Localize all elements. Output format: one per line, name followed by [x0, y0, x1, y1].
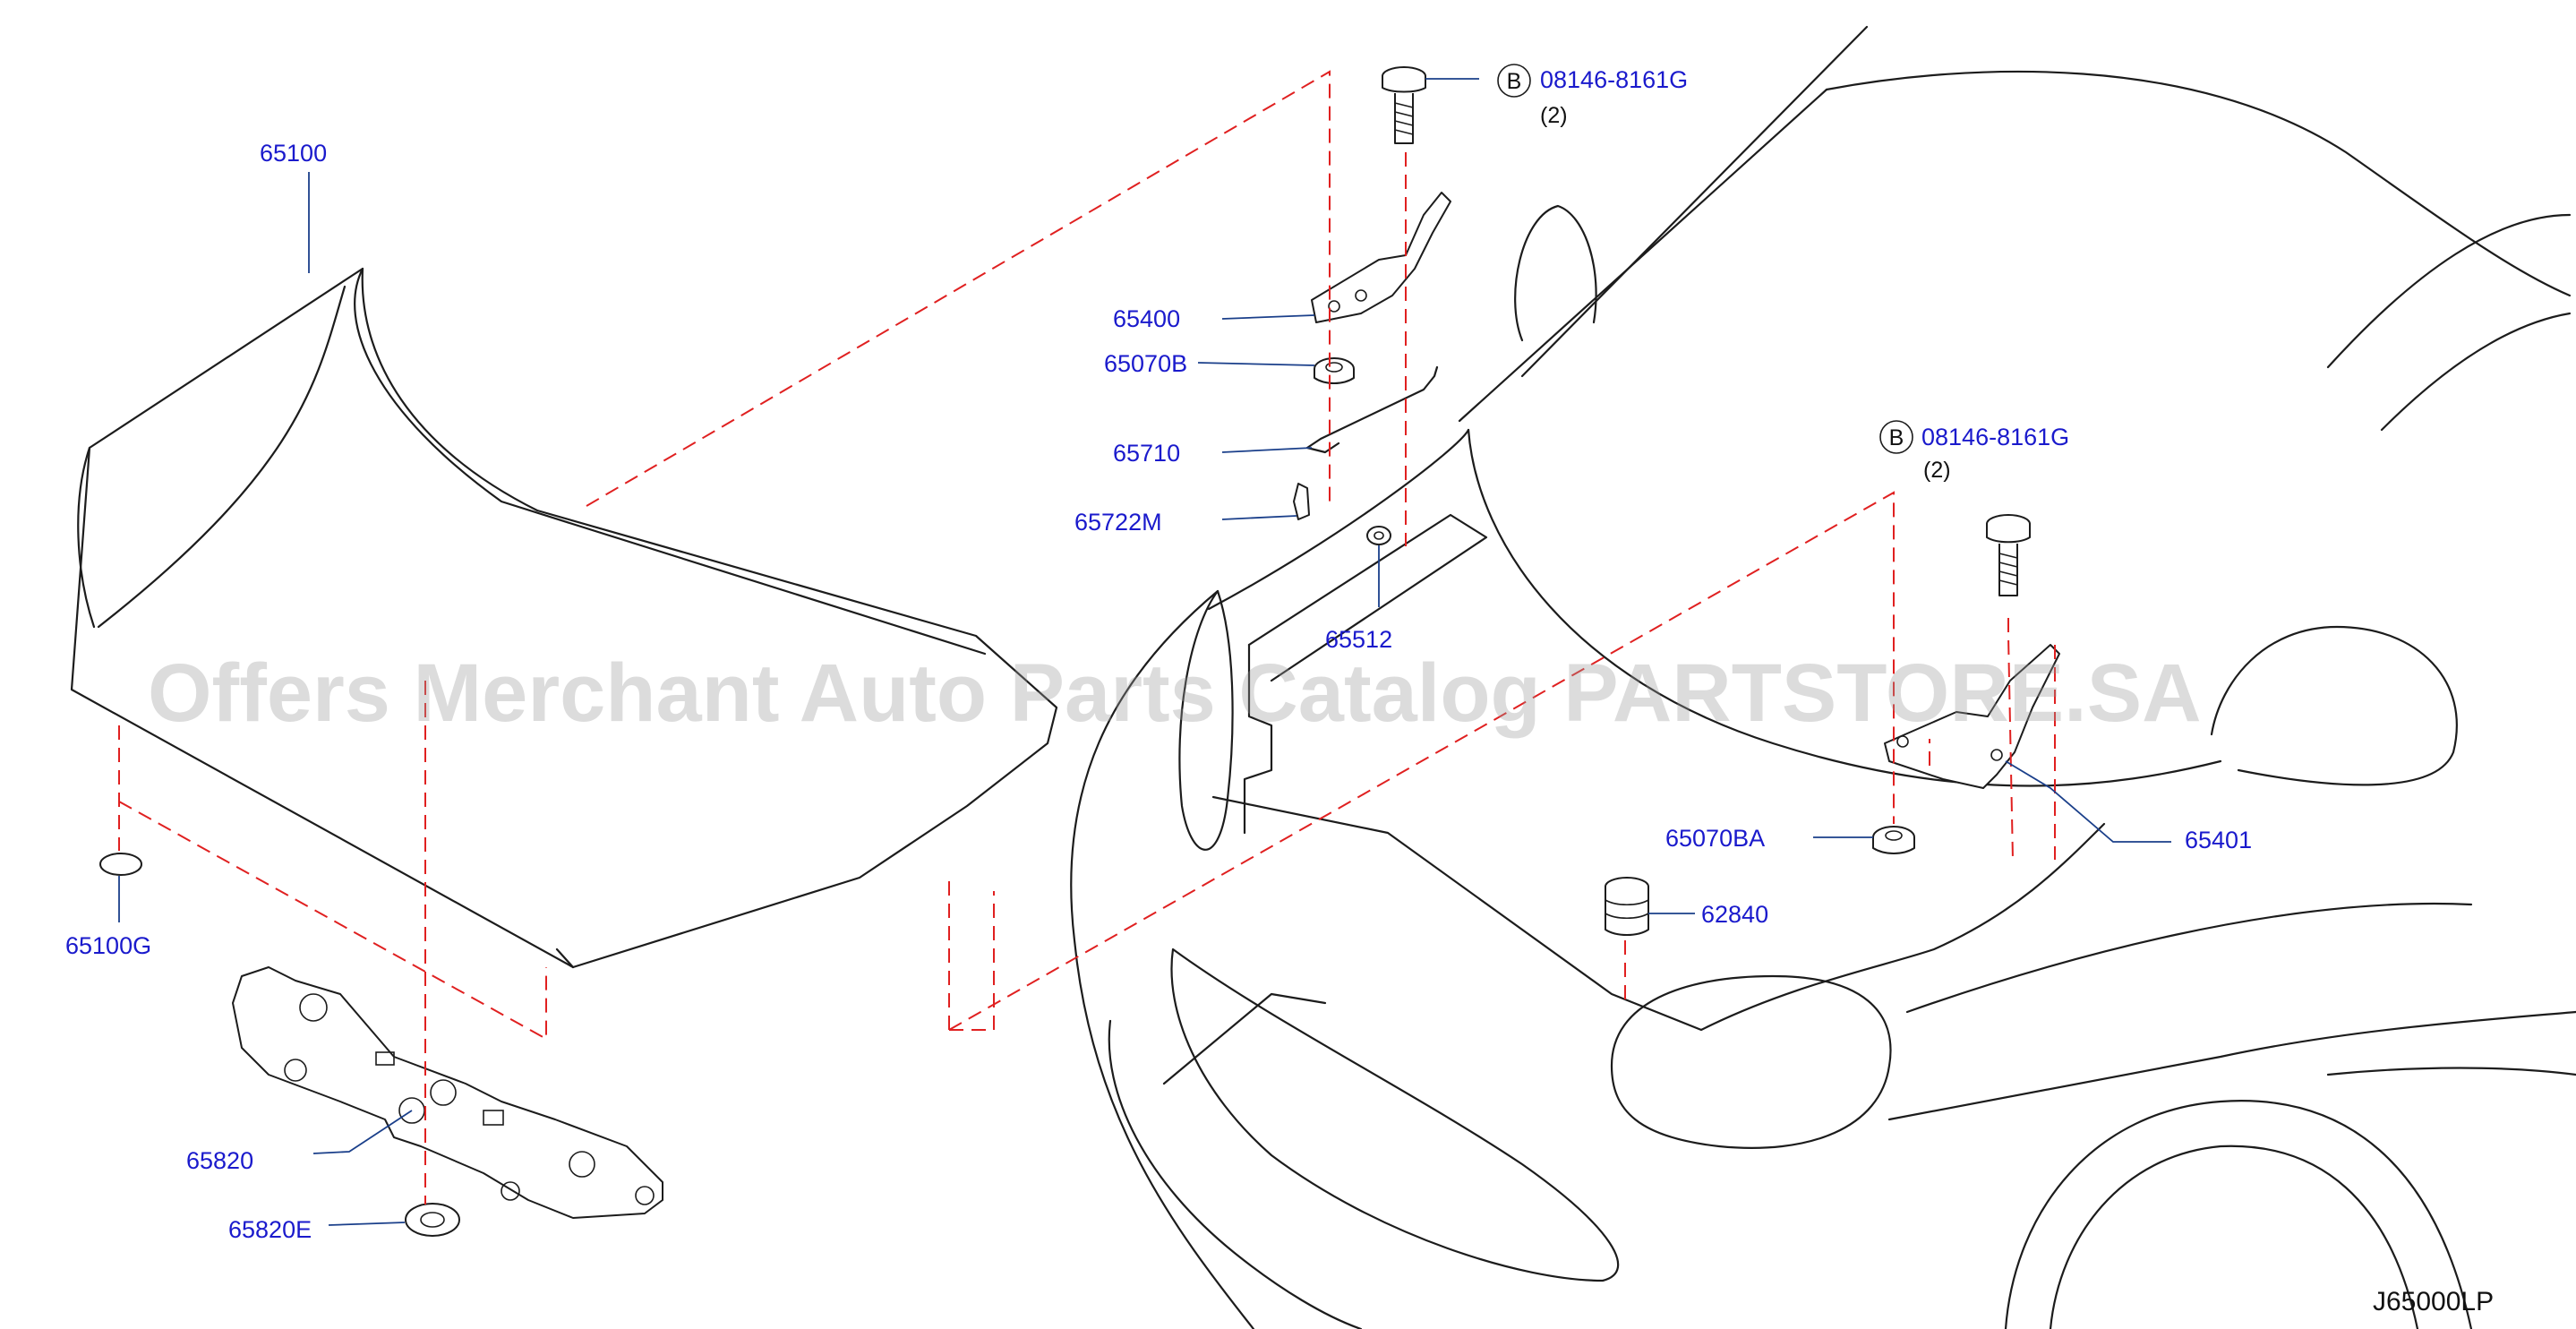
bolt-symbol-top: B [1497, 64, 1531, 98]
stay-62840-part [1605, 877, 1649, 936]
hood-hinge-65401-part [1884, 644, 2060, 789]
nut-65070ba-part [1872, 826, 1915, 854]
label-65710[interactable]: 65710 [1113, 440, 1180, 467]
qty-right: (2) [1923, 458, 1951, 483]
bolt-symbol-right: B [1879, 420, 1913, 454]
hood-rod-65710-part [1305, 365, 1439, 454]
hood-insulator-part [232, 966, 663, 1219]
label-08146-8161g-top[interactable]: 08146-8161G [1540, 66, 1688, 93]
assembly-dashed-lines [118, 70, 2056, 1205]
drawing-code: J65000LP [2373, 1287, 2494, 1316]
rod-clip-65722m-part [1293, 483, 1310, 520]
bolt-symbol-label: B [1889, 425, 1904, 450]
label-62840[interactable]: 62840 [1701, 901, 1768, 928]
label-08146-8161g-right[interactable]: 08146-8161G [1921, 424, 2069, 450]
leader-lines [118, 78, 2171, 1226]
car-body-outline [1070, 25, 2576, 1329]
label-65100g[interactable]: 65100G [65, 932, 151, 959]
label-65400[interactable]: 65400 [1113, 305, 1180, 332]
clip-65820e-part [405, 1203, 460, 1237]
label-65070ba[interactable]: 65070BA [1665, 825, 1765, 852]
nut-65070b-part [1314, 357, 1355, 384]
label-65401[interactable]: 65401 [2185, 827, 2252, 853]
watermark-text: Offers Merchant Auto Parts Catalog PARTS… [148, 647, 2202, 739]
label-65070b[interactable]: 65070B [1104, 350, 1187, 377]
label-65100[interactable]: 65100 [260, 140, 327, 167]
hood-panel [70, 267, 1058, 969]
label-65722m[interactable]: 65722M [1074, 509, 1162, 536]
bolt-08146-top-part [1382, 66, 1426, 144]
hood-hinge-65400-part [1311, 192, 1451, 323]
label-65820e[interactable]: 65820E [228, 1216, 312, 1243]
bolt-symbol-label: B [1507, 69, 1522, 94]
qty-top: (2) [1540, 103, 1568, 128]
grommet-65100g-part [99, 853, 142, 876]
hood-bumper-65512-part [1366, 526, 1391, 545]
bolt-08146-right-part [1986, 514, 2031, 596]
label-65512[interactable]: 65512 [1325, 626, 1392, 653]
label-65820[interactable]: 65820 [186, 1147, 253, 1174]
